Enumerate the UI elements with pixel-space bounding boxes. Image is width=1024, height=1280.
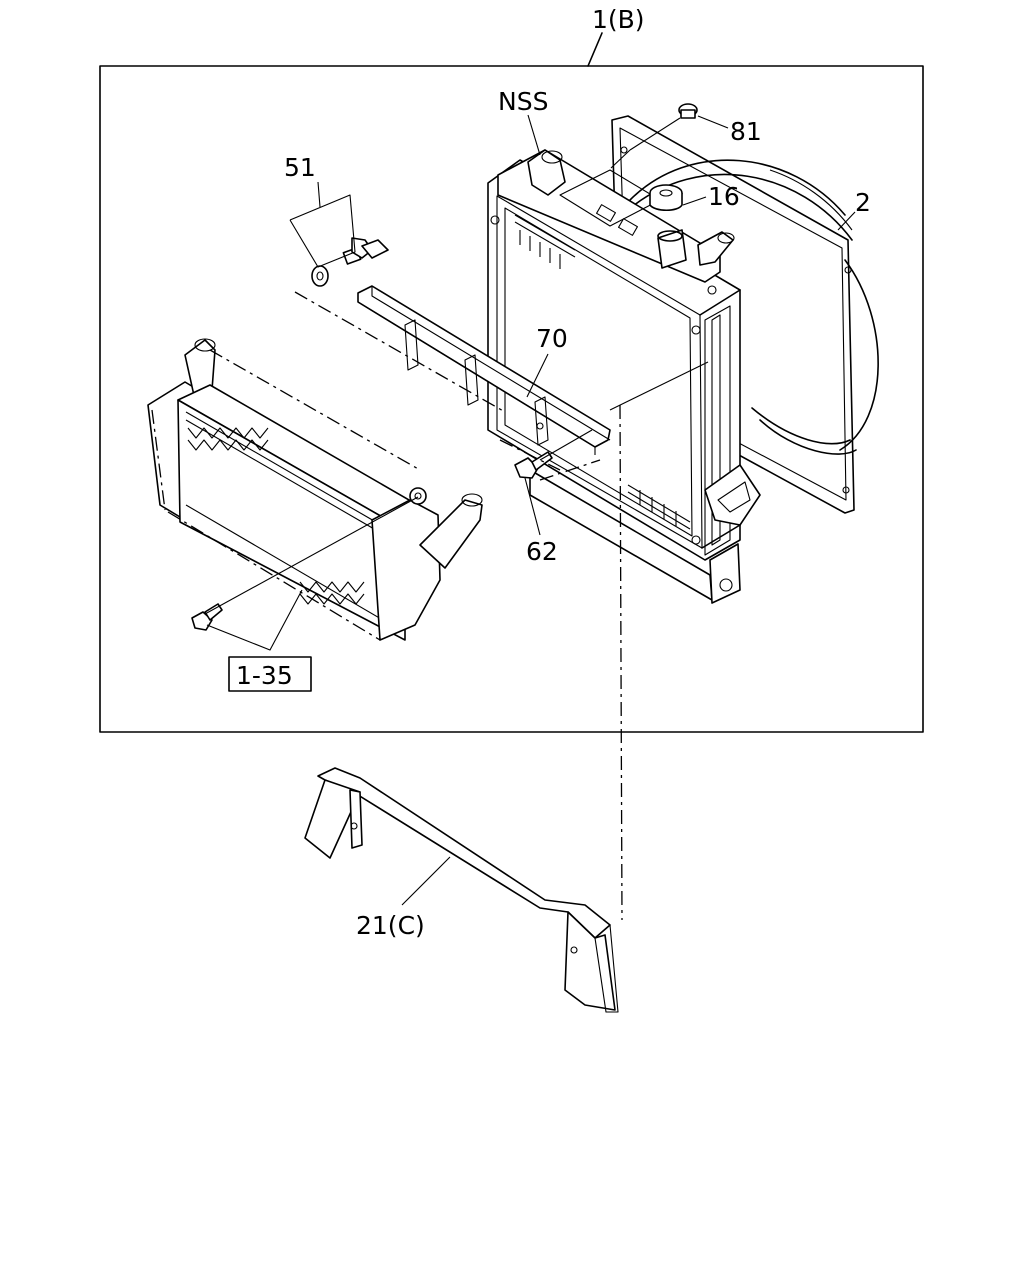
assembly-leader <box>587 32 603 67</box>
callout-1-35-box <box>228 656 312 692</box>
bracket <box>357 285 611 455</box>
callout-62: 62 <box>526 537 558 566</box>
leader-62 <box>524 477 541 536</box>
callout-51: 51 <box>284 153 316 182</box>
callout-assembly: 1(B) <box>592 5 645 34</box>
washer-wingbolt <box>311 237 389 287</box>
radiator-support <box>304 767 619 1013</box>
callout-1-35: 1-35 <box>236 661 293 690</box>
callout-nss: NSS <box>498 87 548 116</box>
radiator <box>487 149 761 604</box>
leader-81 <box>697 115 729 129</box>
leader-2 <box>837 211 856 231</box>
leader-51 <box>289 194 356 268</box>
callout-2: 2 <box>855 188 871 217</box>
alignment-lines <box>151 291 623 921</box>
callout-70: 70 <box>536 324 568 353</box>
assembly-frame <box>99 65 924 733</box>
leader-nss <box>527 114 541 156</box>
intercooler <box>147 338 483 641</box>
intercooler-bolt <box>191 603 223 631</box>
leader-70 <box>526 353 549 398</box>
callout-81: 81 <box>730 117 762 146</box>
leader-lines <box>204 117 709 615</box>
callout-21c: 21(C) <box>356 911 425 940</box>
radiator-cap <box>649 184 683 212</box>
callout-16: 16 <box>708 182 740 211</box>
leader-1-35 <box>206 589 303 651</box>
leader-51-top <box>317 181 321 208</box>
clip <box>678 103 698 119</box>
leader-21c <box>401 856 451 906</box>
leader-16 <box>682 196 707 206</box>
